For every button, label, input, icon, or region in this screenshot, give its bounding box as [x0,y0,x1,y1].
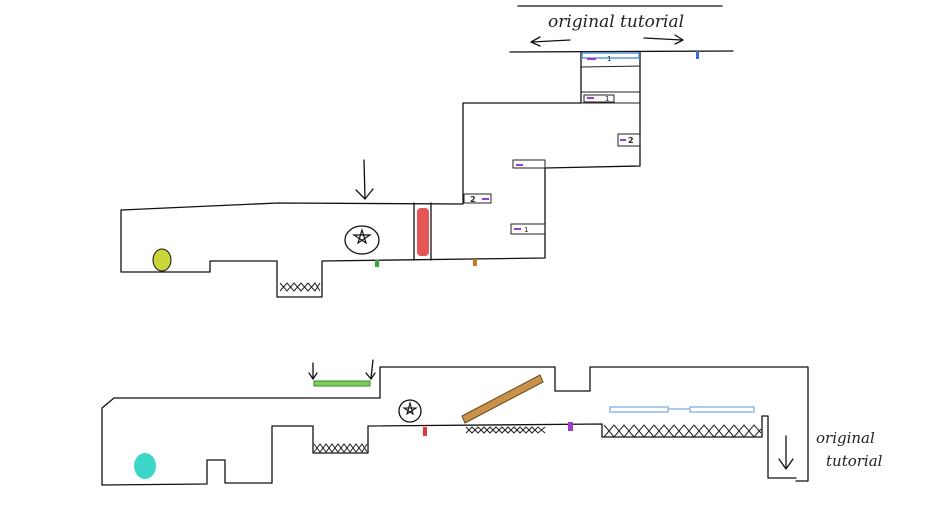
top-level-outline [120,51,641,298]
spike-field [603,424,762,438]
red-switch [423,427,427,436]
green-switch [375,260,379,267]
down-arrow-icon [308,362,318,380]
bottom-tutorial-label-line2: tutorial [826,452,883,470]
blue-marker [696,51,699,59]
svg-text:2: 2 [628,136,634,145]
purple-switch [568,422,573,431]
down-arrow-icon [778,435,794,470]
ledge-one: 1 [583,94,615,103]
green-platform [313,380,371,387]
svg-text:1: 1 [605,95,609,103]
svg-text:1: 1 [524,226,528,234]
ledge-two-left: 2 [463,193,492,204]
blue-platform [581,52,640,59]
marker-one: 1 [607,55,611,63]
down-arrow-icon [365,359,376,380]
svg-text:2: 2 [470,195,476,204]
orange-switch [473,259,477,266]
spike-pit [279,282,321,292]
cyan-player [134,453,156,479]
right-arrow-icon [643,34,684,45]
light-blue-platform [609,406,669,413]
star-circle-icon [344,225,380,255]
bottom-level-outline-lower [101,415,797,486]
ledge-lower-right: 1 [510,223,546,235]
tutorial-floor-line [509,50,734,53]
left-arrow-icon [530,36,571,47]
star-circle-icon [398,399,422,423]
bottom-level-outline-upper [101,366,809,486]
red-barrier [413,202,432,261]
ledge-left-upper [512,159,546,169]
orange-ramp [461,374,544,424]
bottom-tutorial-label-line1: original [816,429,875,447]
bottom-level-sketch: original tutorial [101,359,883,486]
yellow-player [152,248,172,272]
shaft-divider [580,65,641,68]
light-blue-platform [689,406,755,413]
top-tutorial-label: original tutorial [548,12,684,32]
down-arrow-icon [355,159,374,200]
top-level-sketch: original tutorial 1 1 [120,5,734,298]
ledge-two: 2 [617,133,641,147]
